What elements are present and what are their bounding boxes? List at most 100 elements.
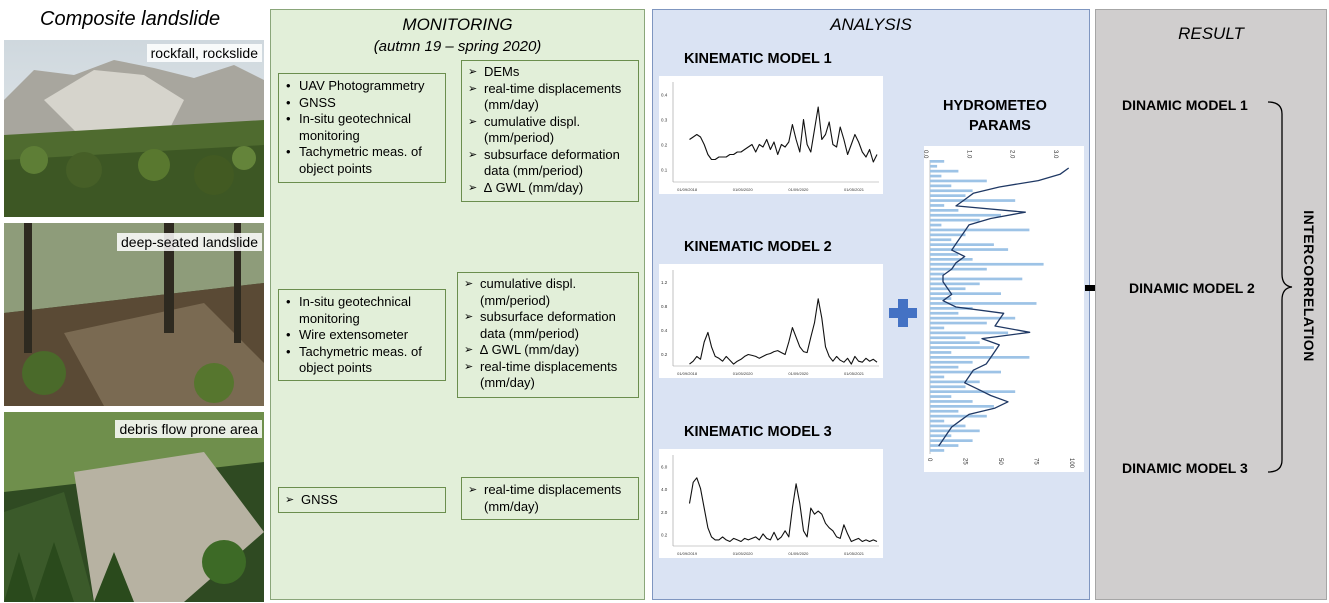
precip-bar	[930, 321, 987, 325]
precip-bar	[930, 409, 959, 413]
monitoring-title: MONITORING	[402, 15, 513, 34]
outputs-box-3: real-time displacements (mm/day)	[461, 477, 639, 520]
output-item: ∆ GWL (mm/day)	[462, 180, 638, 197]
result-panel: RESULT DINAMIC MODEL 1 DINAMIC MODEL 2 D…	[1095, 9, 1327, 600]
monitoring-panel: MONITORING (autmn 19 – spring 2020) UAV …	[270, 9, 645, 600]
precip-bar	[930, 282, 980, 286]
precip-bar	[930, 272, 945, 276]
kinematic-model-1-title: KINEMATIC MODEL 1	[684, 51, 832, 67]
precip-bar	[930, 238, 952, 242]
precip-bar	[930, 419, 945, 423]
y-tick-label: 0.8	[661, 304, 668, 309]
precip-bar	[930, 262, 1044, 266]
precip-bar	[930, 307, 973, 310]
photo-debris-flow: debris flow prone area	[4, 412, 264, 602]
x-tick-label: 01/05/2020	[733, 551, 754, 556]
precip-bar	[930, 189, 973, 193]
method-item: UAV Photogrammetry	[279, 78, 445, 95]
precip-bar	[930, 292, 1001, 295]
output-item: subsurface deformation data (mm/period)	[458, 309, 638, 342]
y-tick-label: 4.0	[661, 487, 668, 492]
precip-bar	[930, 375, 945, 379]
top-tick-label: 2.0	[1009, 150, 1015, 159]
photo-label-debris-flow: debris flow prone area	[115, 420, 262, 438]
left-title: Composite landslide	[40, 8, 221, 30]
precip-bar	[930, 331, 1009, 335]
precip-bar	[930, 351, 952, 354]
rockfall-photo-image	[4, 40, 264, 217]
result-title: RESULT	[1178, 24, 1244, 43]
x-tick-label: 01/05/2020	[733, 187, 754, 192]
y-tick-label: 0.2	[661, 352, 668, 357]
precip-bar	[930, 311, 959, 315]
precip-bar	[930, 253, 959, 256]
output-item: real-time displacements (mm/day)	[462, 482, 638, 515]
precip-bar	[930, 218, 980, 222]
analysis-title: ANALYSIS	[830, 15, 912, 34]
precip-bar	[930, 267, 987, 271]
photo-label-rockfall: rockfall, rockslide	[146, 44, 262, 62]
y-tick-label: 0.4	[661, 328, 668, 333]
intercorrelation-label: INTERCORRELATION	[1301, 210, 1317, 362]
photo-label-deep-seated: deep-seated landslide	[117, 233, 262, 251]
x-tick-label: 01/05/2021	[844, 187, 865, 192]
method-item: GNSS	[279, 95, 445, 112]
photo-deep-seated: deep-seated landslide	[4, 223, 264, 406]
bottom-tick-label: 100	[1068, 458, 1074, 469]
top-tick-label: 1.0	[965, 150, 971, 159]
bottom-tick-label: 25	[962, 458, 968, 465]
precip-bar	[930, 434, 952, 438]
precip-bar	[930, 169, 959, 173]
y-tick-label: 2.0	[661, 510, 668, 515]
precip-bar	[930, 277, 1023, 281]
top-tick-label: 0.0	[924, 150, 928, 159]
precip-bar	[930, 204, 945, 207]
monitoring-subtitle: (autmn 19 – spring 2020)	[373, 38, 542, 55]
series-line	[689, 298, 878, 365]
output-item: cumulative displ. (mm/period)	[458, 276, 638, 309]
y-tick-label: 0.3	[661, 118, 668, 123]
debris-flow-photo-image	[4, 412, 264, 602]
plus-icon	[889, 299, 917, 327]
output-item: DEMs	[462, 64, 638, 81]
precip-bar	[930, 365, 959, 369]
precip-bar	[930, 160, 945, 163]
precip-bar	[930, 199, 1016, 202]
output-item: real-time displacements (mm/day)	[458, 359, 638, 392]
y-tick-label: 6.0	[661, 464, 668, 469]
precip-bar	[930, 356, 1030, 359]
precip-bar	[930, 223, 942, 227]
method-item: Tachymetric meas. of object points	[279, 344, 445, 377]
precip-bar	[930, 213, 1001, 217]
output-item: subsurface deformation data (mm/period)	[462, 147, 638, 180]
precip-bar	[930, 228, 1030, 232]
precip-bar	[930, 346, 994, 349]
precip-bar	[930, 179, 987, 183]
precip-bar	[930, 174, 942, 178]
x-tick-label: 01/09/2020	[788, 187, 809, 192]
y-tick-label: 0.4	[661, 93, 668, 98]
precip-bar	[930, 395, 952, 398]
precip-bar	[930, 233, 966, 237]
x-tick-label: 01/09/2018	[677, 187, 698, 192]
kinematic-model-2-title: KINEMATIC MODEL 2	[684, 239, 832, 255]
method-item: In-situ geotechnical monitoring	[279, 294, 445, 327]
output-item: cumulative displ. (mm/period)	[462, 114, 638, 147]
precip-bar	[930, 336, 966, 340]
precip-bar	[930, 164, 938, 168]
precip-bar	[930, 400, 973, 403]
y-tick-label: 1.2	[661, 280, 668, 285]
x-tick-label: 01/09/2018	[677, 371, 698, 376]
series-line	[688, 477, 878, 543]
precip-bar	[930, 297, 952, 300]
series-line	[689, 106, 878, 163]
precip-bar	[930, 316, 1016, 320]
bottom-tick-label: 0	[926, 458, 932, 462]
precip-bar	[930, 248, 1009, 251]
x-tick-label: 01/09/2020	[788, 371, 809, 376]
